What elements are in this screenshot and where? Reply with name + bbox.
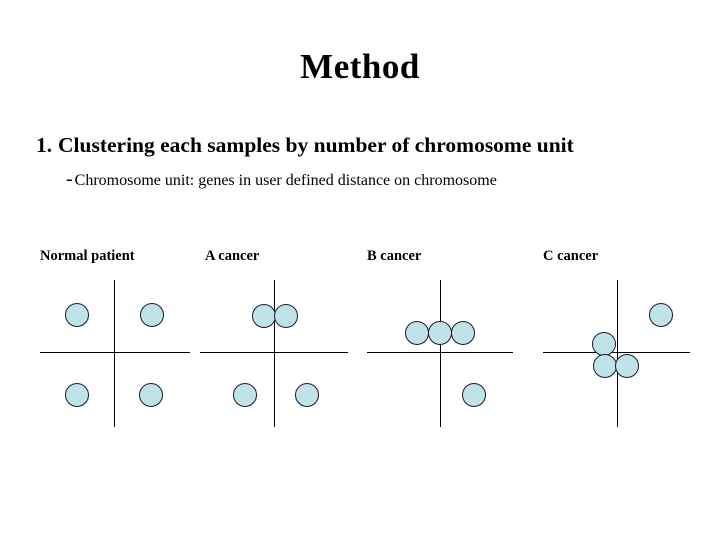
panel-label-2: A cancer xyxy=(205,248,260,264)
sample-dot xyxy=(295,383,319,407)
sample-dot xyxy=(592,332,616,356)
sample-dot xyxy=(233,383,257,407)
cluster-panel: B cancer xyxy=(0,248,720,448)
page-title: Method xyxy=(300,47,420,86)
sample-dot xyxy=(65,303,89,327)
sample-dot xyxy=(252,304,276,328)
sample-dot xyxy=(451,321,475,345)
sample-dot xyxy=(274,304,298,328)
vertical-axis xyxy=(114,280,115,427)
sample-dot xyxy=(65,383,89,407)
sub-bullet-item: -Chromosome unit: genes in user defined … xyxy=(66,167,704,192)
vertical-axis xyxy=(440,280,441,427)
cluster-panel: A cancer xyxy=(0,248,720,448)
cluster-panel: C cancer xyxy=(0,248,720,448)
sample-dot xyxy=(462,383,486,407)
bullet-marker: 1. xyxy=(36,133,53,157)
bullet-item-1: 1. Clustering each samples by number of … xyxy=(36,131,704,159)
horizontal-axis xyxy=(543,352,690,353)
vertical-axis xyxy=(617,280,618,427)
dash-icon: - xyxy=(66,168,73,191)
panel-label-4: C cancer xyxy=(543,248,599,264)
bullet-text: Clustering each samples by number of chr… xyxy=(58,133,574,157)
sub-bullet-text: Chromosome unit: genes in user defined d… xyxy=(74,172,497,190)
cluster-diagram: Normal patient A cancer B cancer C cancer xyxy=(0,248,720,448)
sample-dot xyxy=(593,354,617,378)
vertical-axis xyxy=(274,280,275,427)
cluster-panel: Normal patient xyxy=(0,248,720,448)
panel-label-1: Normal patient xyxy=(40,248,135,264)
panel-label-3: B cancer xyxy=(367,248,422,264)
sample-dot xyxy=(649,303,673,327)
sample-dot xyxy=(139,383,163,407)
sample-dot xyxy=(615,354,639,378)
sample-dot xyxy=(140,303,164,327)
bullet-list: 1. Clustering each samples by number of … xyxy=(36,131,704,192)
horizontal-axis xyxy=(40,352,190,353)
